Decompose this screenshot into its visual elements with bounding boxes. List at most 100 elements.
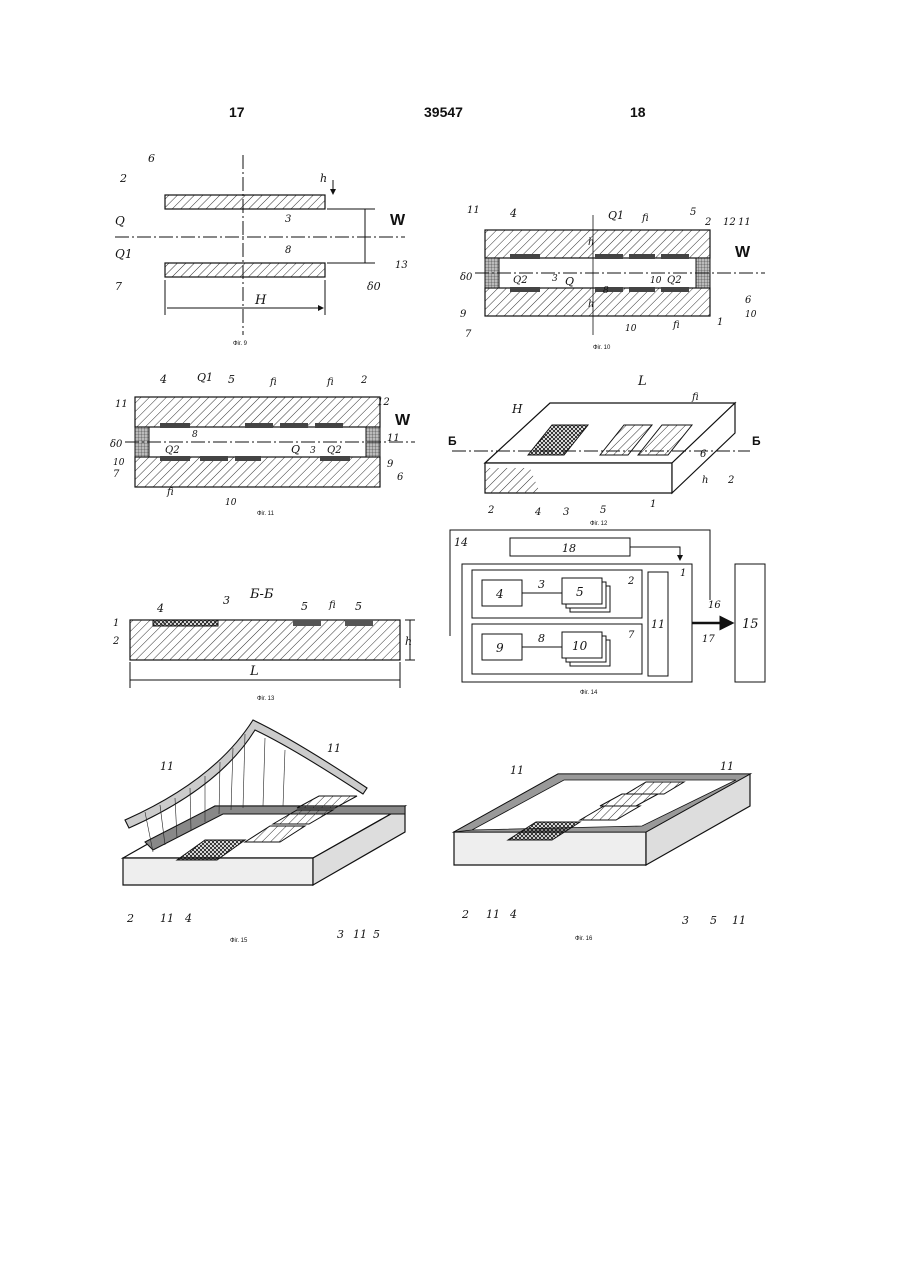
fig14-label-4: 4 xyxy=(495,587,504,601)
fig13-label-2: 2 xyxy=(112,636,119,647)
patent-number: 39547 xyxy=(424,104,463,120)
fig12-label-B-left: Б xyxy=(448,434,457,448)
fig14-caption: Фіг. 14 xyxy=(580,690,598,696)
fig13-electrode-5a xyxy=(293,620,321,626)
fig10-label-11b: 11 xyxy=(738,217,751,228)
fig16-label-4: 4 xyxy=(509,908,517,921)
fig11-label-Q2-left: Q2 xyxy=(165,445,180,456)
fig14-label-2: 2 xyxy=(627,576,634,587)
fig10-label-Q2-left: Q2 xyxy=(513,275,528,286)
fig9-label-W: W xyxy=(390,212,406,229)
fig9-caption: Фіг. 9 xyxy=(233,341,248,347)
fig11-lower-plate xyxy=(135,457,380,487)
fig14-label-9: 9 xyxy=(496,641,504,655)
fig13-electrode-5b xyxy=(345,620,373,626)
fig11-label-11b: 11 xyxy=(387,433,400,444)
fig11-label-10b: 10 xyxy=(225,498,237,508)
fig11-label-fi-c: fi xyxy=(166,487,174,498)
fig10-label-2: 2 xyxy=(704,217,711,228)
fig12-label-H: H xyxy=(511,402,523,416)
fig9-label-h: h xyxy=(320,172,327,185)
fig10-label-delta0: δ0 xyxy=(460,272,473,283)
fig12-label-fi: fi xyxy=(691,392,699,403)
fig9-label-13: 13 xyxy=(395,260,408,271)
fig10-label-fi-top: fi xyxy=(641,213,649,224)
fig11-label-7: 7 xyxy=(113,469,120,480)
fig10-label-Q1: Q1 xyxy=(608,209,624,222)
fig13-electrode-4 xyxy=(153,620,218,626)
fig10-label-12: 12 xyxy=(723,217,736,228)
fig16-caption: Фіг. 16 xyxy=(575,936,593,942)
fig10-lower-plate xyxy=(485,288,710,316)
fig12-label-6: 6 xyxy=(700,449,707,460)
fig10-label-Q2-right: Q2 xyxy=(667,275,682,286)
fig16-label-5: 5 xyxy=(710,914,717,927)
fig11-label-8: 8 xyxy=(192,430,198,440)
fig14-label-11: 11 xyxy=(651,618,665,631)
fig10-label-7: 7 xyxy=(465,329,472,340)
fig12-label-4: 4 xyxy=(534,507,541,518)
fig9-label-3: 3 xyxy=(285,214,291,225)
fig14-label-7: 7 xyxy=(628,630,635,641)
fig16-label-11-bottom-left: 11 xyxy=(486,908,500,921)
fig11-caption: Фіг. 11 xyxy=(257,511,275,517)
fig10-label-10b: 10 xyxy=(625,324,637,334)
fig11-label-Q: Q xyxy=(291,443,300,456)
figure-10: 11 4 h Q1 fi 5 2 12 11 W δ0 Q2 Q 3 8 10 … xyxy=(455,195,775,355)
fig16-label-11-top-left: 11 xyxy=(510,764,524,777)
fig16-label-11-bottom-right: 11 xyxy=(732,914,746,927)
fig9-lower-plate xyxy=(165,263,325,277)
fig10-label-fi-bottom: fi xyxy=(672,320,680,331)
fig14-label-3: 3 xyxy=(538,578,545,591)
fig14-label-14: 14 xyxy=(454,536,468,549)
fig10-label-1: 1 xyxy=(717,317,723,328)
fig11-label-delta0: δ0 xyxy=(110,439,123,450)
fig9-label-delta0: δ0 xyxy=(367,280,381,293)
fig15-label-3: 3 xyxy=(337,928,344,941)
fig12-caption: Фіг. 12 xyxy=(590,521,608,527)
fig10-label-5: 5 xyxy=(690,207,696,218)
fig14-label-8: 8 xyxy=(538,632,545,645)
fig16-label-3: 3 xyxy=(682,914,689,927)
fig12-label-3: 3 xyxy=(563,507,569,518)
fig14-label-16: 16 xyxy=(708,600,721,611)
fig16-label-2: 2 xyxy=(461,908,469,921)
fig9-label-Q1: Q1 xyxy=(115,247,132,261)
fig11-label-2: 2 xyxy=(360,375,367,386)
fig13-label-4: 4 xyxy=(156,602,164,615)
fig14-label-15: 15 xyxy=(742,617,759,632)
fig14-label-17: 17 xyxy=(702,634,715,645)
fig11-upper-plate xyxy=(135,397,380,427)
fig10-label-10c: 10 xyxy=(745,310,757,320)
fig10-upper-plate xyxy=(485,230,710,258)
fig12-label-h: h xyxy=(702,475,708,486)
fig15-plate-front xyxy=(123,858,313,885)
fig10-label-9: 9 xyxy=(460,309,467,320)
fig13-label-1: 1 xyxy=(113,618,119,629)
fig9-label-6: 6 xyxy=(148,152,155,165)
fig15-label-11-top-right: 11 xyxy=(327,742,341,755)
fig10-label-3: 3 xyxy=(552,274,558,284)
fig14-label-18: 18 xyxy=(562,542,576,555)
figure-9: 2 6 h Q 3 W 13 Q1 8 7 H δ0 Фіг. 9 xyxy=(105,140,425,355)
page-number-left: 17 xyxy=(229,104,245,120)
fig12-label-2-left: 2 xyxy=(487,505,494,516)
figure-15: 11 11 2 11 4 3 11 5 Фіг. 15 xyxy=(105,710,435,955)
fig11-label-3: 3 xyxy=(310,446,316,456)
fig10-label-10a: 10 xyxy=(650,276,662,286)
fig13-label-5b: 5 xyxy=(355,600,362,613)
fig10-label-Q: Q xyxy=(565,275,574,288)
fig13-caption: Фіг. 13 xyxy=(257,696,275,702)
figure-12: H L fi Б Б 6 h 2 2 4 3 5 1 Фіг. 12 xyxy=(440,365,770,530)
fig15-label-11-top-left: 11 xyxy=(160,760,174,773)
fig15-label-11-bottom-right: 11 xyxy=(353,928,367,941)
fig13-label-fi: fi xyxy=(328,600,336,611)
fig9-label-2: 2 xyxy=(119,172,127,185)
fig12-label-2-right: 2 xyxy=(727,475,734,486)
fig15-caption: Фіг. 15 xyxy=(230,938,248,944)
fig14-label-10: 10 xyxy=(572,639,588,653)
figure-14: 14 18 1 4 3 5 2 11 16 15 17 9 8 10 7 Фіг… xyxy=(440,528,780,713)
fig10-label-4: 4 xyxy=(509,207,517,220)
fig12-label-L: L xyxy=(637,374,647,389)
fig10-label-W: W xyxy=(735,244,751,261)
